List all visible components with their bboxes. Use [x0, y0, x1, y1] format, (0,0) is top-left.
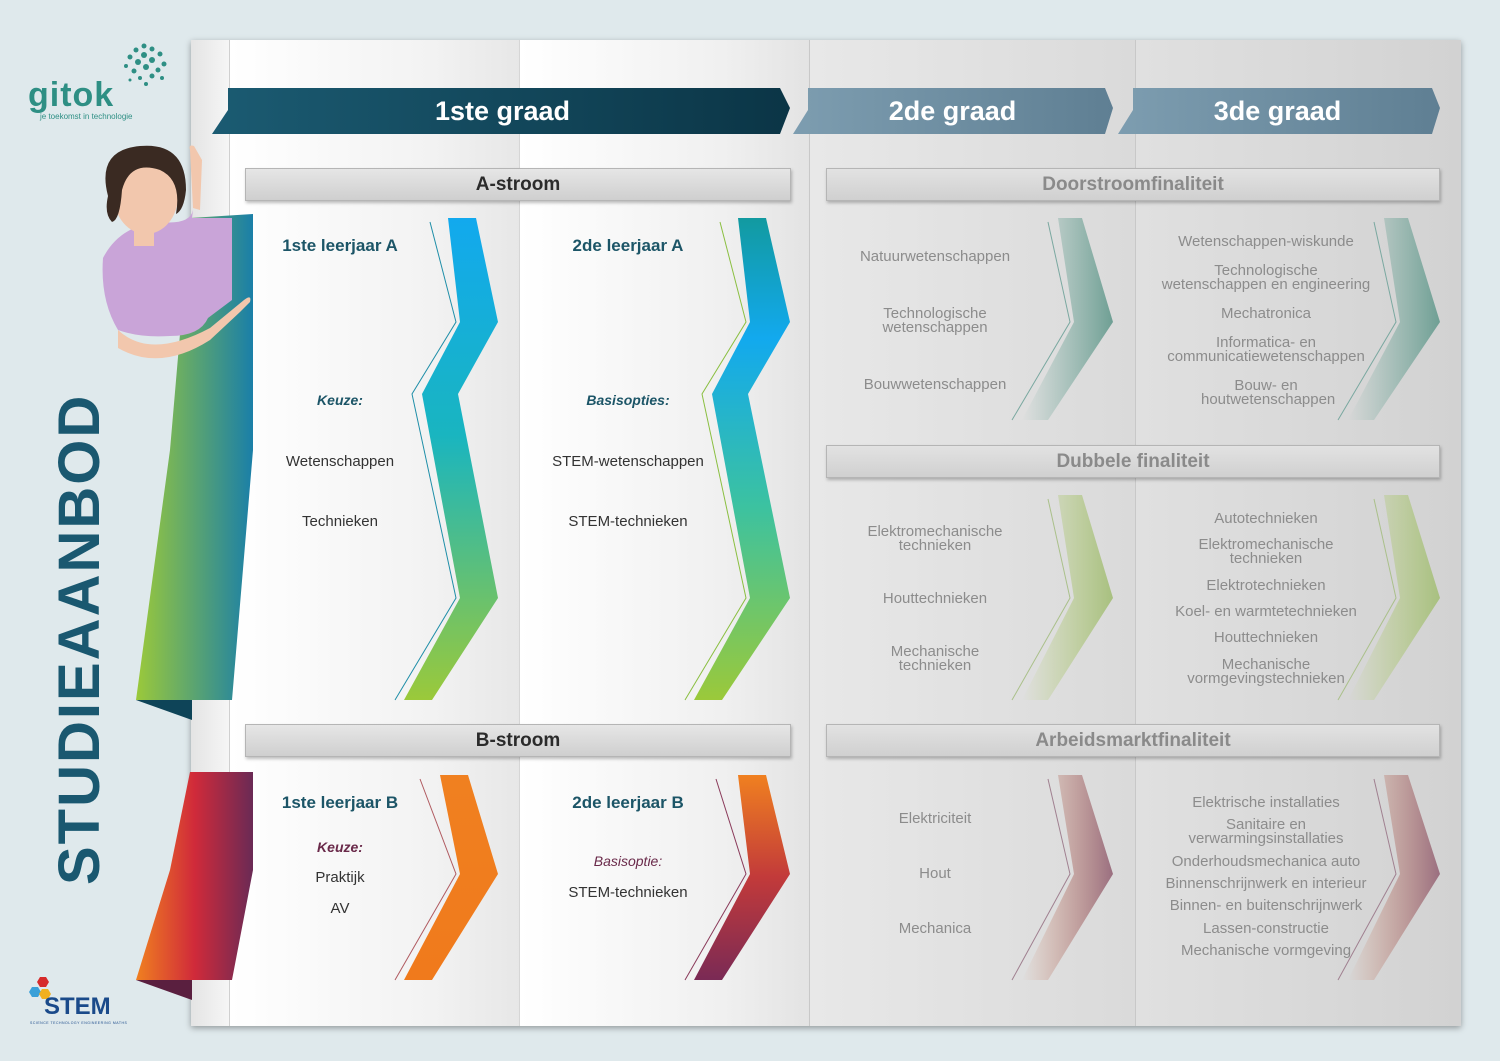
b-stroom-strip-fold	[136, 980, 192, 1000]
a-stroom-side-strip	[136, 214, 253, 700]
list-item: Onderhoudsmechanica auto	[1171, 852, 1361, 870]
card-1ste-leerjaar-b-shape	[250, 773, 498, 982]
arbeids-2de-list: Elektriciteit Hout Mechanica	[820, 792, 1050, 956]
list-item: Wetenschappen-wiskunde	[1178, 233, 1354, 251]
list-item: Mechanica	[898, 919, 972, 937]
studieaanbod-title: STUDIEAANBOD	[47, 393, 112, 885]
list-item: Technologische wetenschappen en engineer…	[1161, 262, 1371, 294]
doorstroom-3de-list: Wetenschappen-wiskunde Technologische we…	[1151, 228, 1381, 414]
card-option: STEM-wetenschappen	[552, 453, 704, 470]
gitok-tagline: je toekomst in technologie	[40, 112, 133, 121]
card-dubbele-2de-shape	[828, 493, 1113, 702]
gitok-wordmark: gitok	[28, 76, 115, 114]
card-dubbele-3de-shape	[1152, 493, 1440, 702]
card-title: 2de leerjaar A	[572, 236, 684, 255]
list-item: Lassen-constructie	[1203, 919, 1329, 937]
list-item: Koel- en warmtetechnieken	[1175, 603, 1357, 621]
list-item: Informatica- en communicatiewetenschappe…	[1167, 333, 1365, 365]
grade-3-banner	[1118, 88, 1440, 134]
card-1ste-leerjaar-a-shape	[250, 216, 498, 702]
list-item: Binnenschrijnwerk en interieur	[1165, 874, 1367, 892]
list-item: Mechanische vormgeving	[1180, 941, 1352, 959]
list-item: Mechatronica	[1220, 304, 1312, 322]
list-item: Houttechnieken	[1213, 629, 1319, 647]
card-choice-label: Keuze:	[317, 392, 363, 408]
a-stroom-strip-fold	[136, 700, 192, 720]
card-choice-label: Basisoptie:	[593, 853, 663, 869]
gitok-dots-icon	[124, 43, 167, 86]
card-title: 1ste leerjaar B	[281, 793, 399, 812]
list-item: Binnen- en buitenschrijnwerk	[1169, 897, 1363, 915]
list-item: Bouwwetenschappen	[863, 376, 1007, 394]
dubbele-header: Dubbele finaliteit	[826, 445, 1440, 478]
stem-logo: STEM SCIENCE TECHNOLOGY ENGINEERING MATH…	[28, 975, 138, 1035]
grade-1-banner	[212, 88, 790, 134]
stem-tagline: SCIENCE TECHNOLOGY ENGINEERING MATHS	[30, 1021, 128, 1025]
b-stroom-side-strip	[136, 772, 253, 980]
grade-1-label: 1ste graad	[434, 95, 571, 126]
arbeids-3de-list: Elektrische installaties Sanitaire en ve…	[1151, 792, 1381, 962]
list-item: Elektrische installaties	[1192, 794, 1340, 812]
card-choice-label: Basisopties:	[586, 392, 670, 408]
card-option: Technieken	[302, 513, 378, 530]
card-2de-leerjaar-a-shape	[540, 216, 790, 702]
list-item: Elektrotechnieken	[1206, 576, 1326, 594]
gitok-logo: gitok je toekomst in technologie	[28, 40, 168, 125]
card-option: Wetenschappen	[285, 453, 395, 470]
b-stroom-header: B-stroom	[245, 724, 791, 757]
card-arbeids-3de-shape	[1152, 773, 1440, 982]
card-option: Praktijk	[315, 869, 365, 886]
card-option: STEM-technieken	[568, 513, 688, 530]
list-item: Natuurwetenschappen	[859, 247, 1011, 265]
arbeidsmarkt-header: Arbeidsmarktfinaliteit	[826, 724, 1440, 757]
card-option: STEM-technieken	[568, 884, 688, 901]
card-2de-leerjaar-b-shape	[540, 773, 790, 982]
list-item: Mechanische vormgevingstechnieken	[1187, 655, 1345, 687]
doorstroom-header: Doorstroomfinaliteit	[826, 168, 1440, 201]
list-item: Elektromechanische technieken	[867, 523, 1003, 555]
card-doorstroom-3de-shape	[1152, 216, 1440, 422]
list-item: Elektromechanische technieken	[1198, 536, 1334, 568]
card-title: 1ste leerjaar A	[282, 236, 398, 255]
card-2de-leerjaar-a: 2de leerjaar A Basisopties: STEM-wetensc…	[528, 218, 728, 700]
list-item: Mechanische technieken	[890, 642, 980, 674]
dubbele-3de-list: Autotechnieken Elektromechanische techni…	[1151, 506, 1381, 692]
list-item: Houttechnieken	[882, 589, 988, 607]
stem-hexagons-icon	[29, 977, 51, 999]
list-item: Bouw- en houtwetenschappen	[1201, 376, 1336, 408]
person-illustration	[102, 145, 251, 359]
doorstroom-2de-list: Natuurwetenschappen Technologische weten…	[820, 228, 1050, 414]
card-doorstroom-2de-shape	[828, 216, 1113, 422]
dubbele-2de-list: Elektromechanische technieken Houttechni…	[820, 506, 1050, 692]
grade-2-label: 2de graad	[888, 95, 1017, 126]
stem-wordmark: STEM	[44, 993, 111, 1020]
card-title: 2de leerjaar B	[572, 793, 684, 812]
list-item: Technologische wetenschappen	[882, 304, 988, 336]
grade-2-banner	[793, 88, 1113, 134]
grade-banner-shapes	[212, 88, 1440, 134]
list-item: Elektriciteit	[898, 810, 972, 828]
grade-3-label: 3de graad	[1213, 95, 1342, 126]
list-item: Sanitaire en verwarmingsinstallaties	[1188, 816, 1344, 848]
card-1ste-leerjaar-b: 1ste leerjaar B Keuze: Praktijk AV	[240, 775, 440, 980]
card-choice-label: Keuze:	[317, 839, 363, 855]
card-2de-leerjaar-b: 2de leerjaar B Basisoptie: STEM-techniek…	[528, 775, 728, 980]
list-item: Hout	[919, 864, 951, 882]
card-option: AV	[330, 900, 350, 917]
card-arbeids-2de-shape	[828, 773, 1113, 982]
list-item: Autotechnieken	[1214, 510, 1318, 528]
card-1ste-leerjaar-a: 1ste leerjaar A Keuze: Wetenschappen Tec…	[240, 218, 440, 700]
a-stroom-header: A-stroom	[245, 168, 791, 201]
